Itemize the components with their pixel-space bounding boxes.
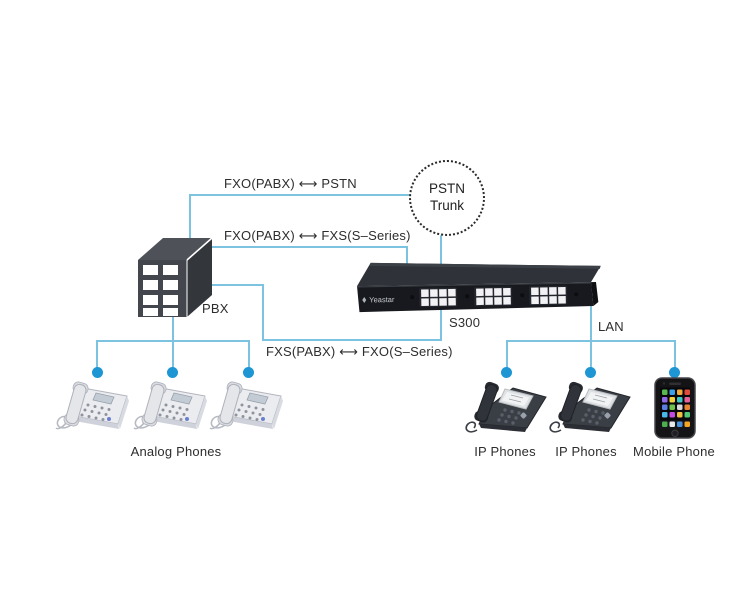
line-pbx-s300-fxs-drop (262, 286, 264, 341)
pbx-building-icon (138, 237, 213, 317)
line-pbx-pstn-horizontal (189, 194, 409, 196)
line-pbx-pstn-riser (189, 196, 191, 246)
connection-dot-ip-1 (501, 367, 512, 378)
line-lan-bus (506, 340, 676, 342)
connection-label-fxo-fxs: FXO(PABX) ⟷ FXS(S–Series) (224, 228, 411, 243)
line-pbx-s300-fxs-horizontal (262, 339, 442, 341)
line-lan-drop-center (590, 283, 592, 372)
connection-dot-ip-2 (585, 367, 596, 378)
connection-dot-analog-1 (92, 367, 103, 378)
analog-phone-3 (209, 377, 289, 435)
analog-phones-label: Analog Phones (130, 444, 222, 459)
analog-phone-icon (133, 381, 207, 430)
pbx-node (126, 228, 218, 320)
line-pbx-s300-fxo-drop (406, 248, 408, 274)
line-pbx-s300-fxo-horizontal (212, 246, 408, 248)
yeastar-star-icon (362, 297, 367, 304)
line-analog-drop-3 (248, 341, 250, 372)
pbx-label: PBX (202, 301, 229, 316)
s300-node: Yeastar (355, 255, 605, 315)
line-pbx-s300-fxs-stub (206, 284, 264, 286)
s300-label: S300 (449, 315, 481, 330)
mobile-phone-label: Mobile Phone (633, 444, 715, 459)
connection-dot-analog-2 (167, 367, 178, 378)
analog-phone-2 (133, 377, 213, 435)
line-analog-drop-1 (96, 341, 98, 372)
ip-phone-icon (465, 381, 547, 433)
ip-phone-2 (549, 376, 633, 436)
pstn-trunk-node: PSTN Trunk (409, 160, 485, 236)
lan-label: LAN (598, 319, 624, 334)
mobile-phone-node (652, 377, 698, 439)
mobile-phone-icon (654, 377, 696, 439)
line-pstn-s300-drop (440, 230, 442, 274)
line-lan-drop-left (506, 341, 508, 372)
ip-phone-1 (465, 376, 549, 436)
pstn-trunk-label-line2: Trunk (429, 198, 464, 213)
line-lan-drop-right (674, 341, 676, 372)
ip-phones-label-1: IP Phones (474, 444, 536, 459)
analog-phone-1 (55, 377, 135, 435)
s300-device-icon: Yeastar (357, 262, 601, 313)
line-pbx-analog-trunk (172, 313, 174, 372)
connection-label-fxs-fxo: FXS(PABX) ⟷ FXO(S–Series) (266, 344, 453, 359)
connection-dot-mobile (669, 367, 680, 378)
connection-label-fxo-pstn: FXO(PABX) ⟷ PSTN (224, 176, 357, 191)
pstn-trunk-label-line1: PSTN (428, 181, 465, 197)
ip-phones-label-2: IP Phones (555, 444, 617, 459)
ip-phone-icon (549, 381, 631, 433)
connection-dot-analog-3 (243, 367, 254, 378)
yeastar-logo: Yeastar (369, 295, 395, 304)
analog-phone-icon (209, 381, 283, 430)
line-analog-bus (96, 340, 250, 342)
analog-phone-icon (55, 381, 129, 430)
line-pbx-s300-fxs-riser (440, 308, 442, 339)
